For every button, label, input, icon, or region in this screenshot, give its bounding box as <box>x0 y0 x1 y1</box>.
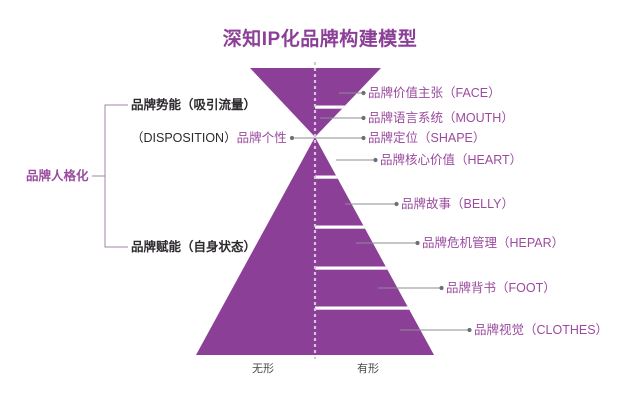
label-brand-positioning: 品牌定位（SHAPE） <box>368 131 486 145</box>
label-brand-personification: 品牌人格化 <box>26 169 89 183</box>
label-disposition-cn: 品牌个性 <box>236 131 287 145</box>
right-leader-dots <box>361 90 472 333</box>
label-brand-value-proposition: 品牌价值主张（FACE） <box>368 86 501 100</box>
axis-label-tangible: 有形 <box>357 363 379 375</box>
label-brand-crisis-management: 品牌危机管理（HEPAR） <box>422 236 565 250</box>
label-brand-disposition: （DISPOSITION）品牌个性 <box>131 132 287 145</box>
divider-heart-belly <box>315 175 434 179</box>
label-brand-visual: 品牌视觉（CLOTHES） <box>474 323 609 337</box>
label-brand-empowerment: 品牌赋能（自身状态） <box>131 240 257 254</box>
label-brand-core-value: 品牌核心价值（HEART） <box>380 153 523 167</box>
divider-belly-hepar <box>315 225 434 229</box>
label-disposition-latin: （DISPOSITION） <box>131 131 237 145</box>
divider-hepar-foot <box>315 266 434 270</box>
label-brand-language-system: 品牌语言系统（MOUTH） <box>368 111 514 125</box>
axis-label-intangible: 无形 <box>252 363 274 375</box>
right-leader-lines <box>316 92 468 331</box>
divider-face-mouth <box>315 105 381 109</box>
left-leader-line-disposition <box>289 135 314 141</box>
label-brand-story: 品牌故事（BELLY） <box>401 197 514 211</box>
left-bracket <box>92 104 128 248</box>
label-brand-endorsement: 品牌背书（FOOT） <box>446 281 556 295</box>
label-brand-potential: 品牌势能（吸引流量） <box>131 98 257 112</box>
page-title: 深知IP化品牌构建模型 <box>222 29 418 50</box>
divider-foot-clothes <box>315 306 434 310</box>
top-inverted-triangle <box>250 68 381 137</box>
